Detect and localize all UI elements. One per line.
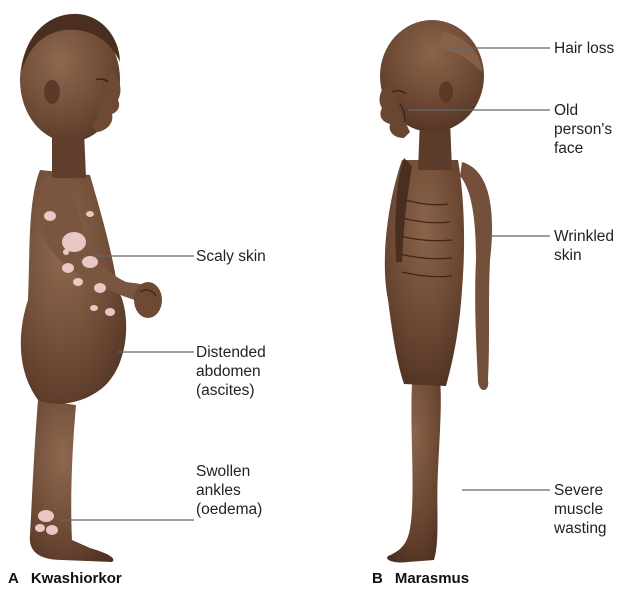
label-hair-loss: Hair loss — [554, 39, 614, 58]
kwashiorkor-figure — [20, 14, 162, 562]
panel-letter-a: A — [8, 570, 19, 587]
label-muscle-wasting: Severe muscle wasting — [554, 481, 607, 538]
marasmus-figure — [380, 20, 493, 563]
label-scaly-skin: Scaly skin — [196, 247, 266, 266]
caption-kwashiorkor: A Kwashiorkor — [8, 570, 122, 587]
panel-title-b: Marasmus — [395, 570, 469, 587]
label-swollen-ankles: Swollen ankles (oedema) — [196, 462, 262, 519]
label-distended-abdomen: Distended abdomen (ascites) — [196, 343, 266, 400]
caption-marasmus: B Marasmus — [372, 570, 469, 587]
label-wrinkled-skin: Wrinkled skin — [554, 227, 614, 265]
label-old-face: Old person's face — [554, 101, 612, 158]
panel-letter-b: B — [372, 570, 383, 587]
panel-title-a: Kwashiorkor — [31, 570, 122, 587]
